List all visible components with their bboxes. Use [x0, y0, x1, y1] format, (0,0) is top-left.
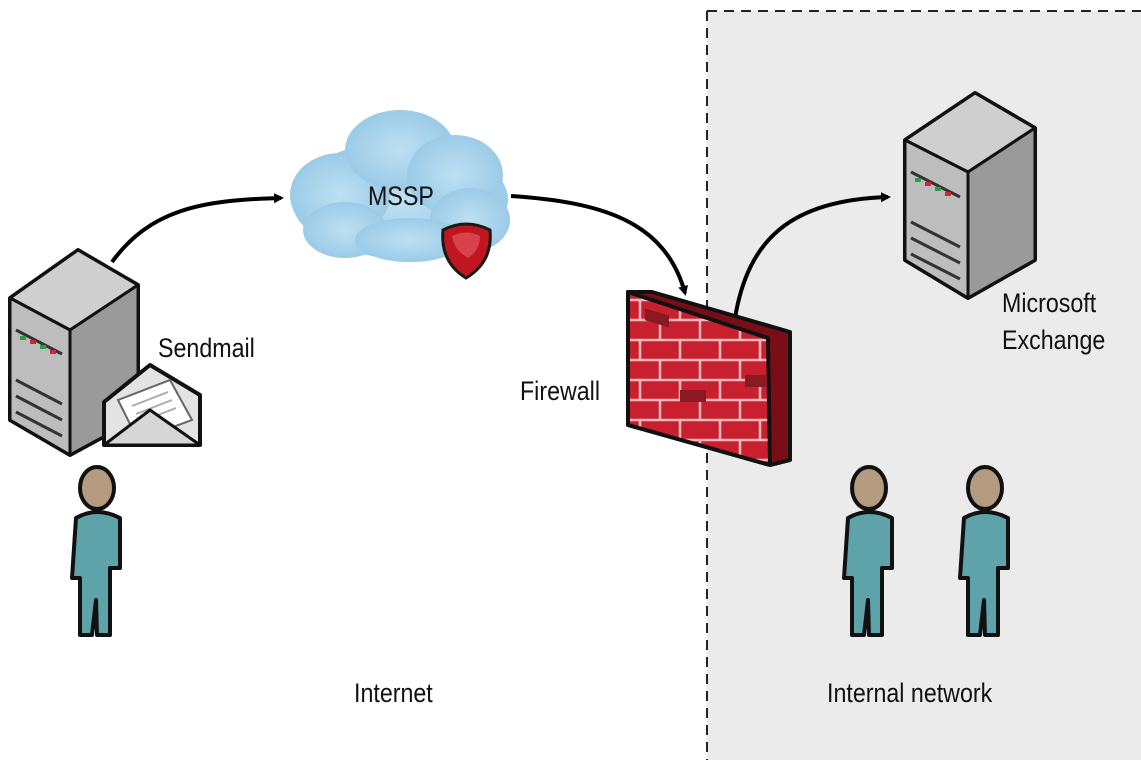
internal-network-zone-label: Internal network	[827, 678, 993, 708]
envelope-icon	[102, 363, 202, 447]
server-icon	[903, 91, 1037, 300]
arrow-sendmail-to-mssp	[110, 193, 284, 264]
mssp-label: MSSP	[368, 181, 434, 211]
person-icon	[70, 465, 122, 637]
person-icon	[842, 465, 894, 637]
exchange-label-line1: Microsoft	[1002, 288, 1097, 318]
person-icon	[958, 465, 1010, 637]
arrow-firewall-to-exchange	[733, 192, 891, 319]
firewall-label: Firewall	[520, 376, 600, 406]
exchange-label-line2: Exchange	[1002, 325, 1106, 355]
arrow-mssp-to-firewall	[510, 194, 688, 296]
sendmail-label: Sendmail	[158, 333, 255, 363]
internet-zone-label: Internet	[354, 678, 433, 708]
firewall-icon	[626, 290, 792, 467]
shield-icon	[441, 222, 492, 280]
